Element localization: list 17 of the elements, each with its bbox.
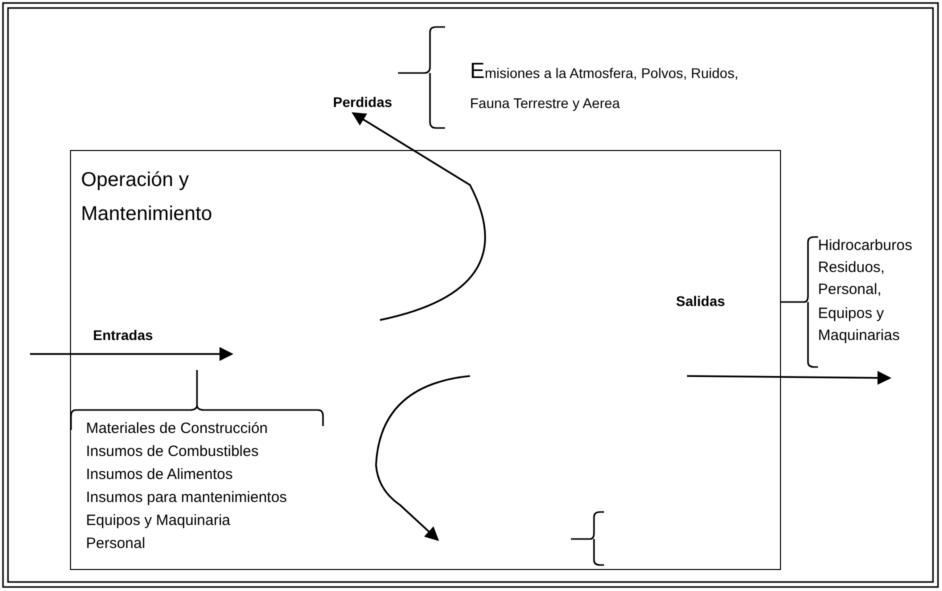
- box-title: Operación y Mantenimiento: [81, 168, 214, 227]
- item-text: Personal,: [818, 281, 882, 299]
- flow-label: Entradas: [93, 327, 153, 344]
- item-text: Materiales de Construcción: [86, 420, 268, 438]
- flow-label: Perdidas: [333, 94, 392, 111]
- flow-label: Salidas: [676, 293, 726, 310]
- item-text: Insumos de Combustibles: [86, 443, 259, 461]
- item-text: Insumos para mantenimientos: [86, 489, 287, 507]
- item-text: Insumos de Alimentos: [86, 466, 233, 484]
- item-text: Hidrocarburos: [818, 237, 912, 255]
- item-text: Residuos,: [818, 259, 885, 277]
- item-text: Equipos y Maquinarias: [818, 304, 901, 346]
- item-text: Personal: [86, 535, 146, 553]
- item-text: Emisiones a la Atmosfera, Polvos, Ruidos, Fauna Terrestre y Aerea: [470, 57, 740, 113]
- item-text: Equipos y Maquinaria: [86, 512, 230, 530]
- curved-arrow: [352, 112, 486, 321]
- process-box: [70, 150, 781, 570]
